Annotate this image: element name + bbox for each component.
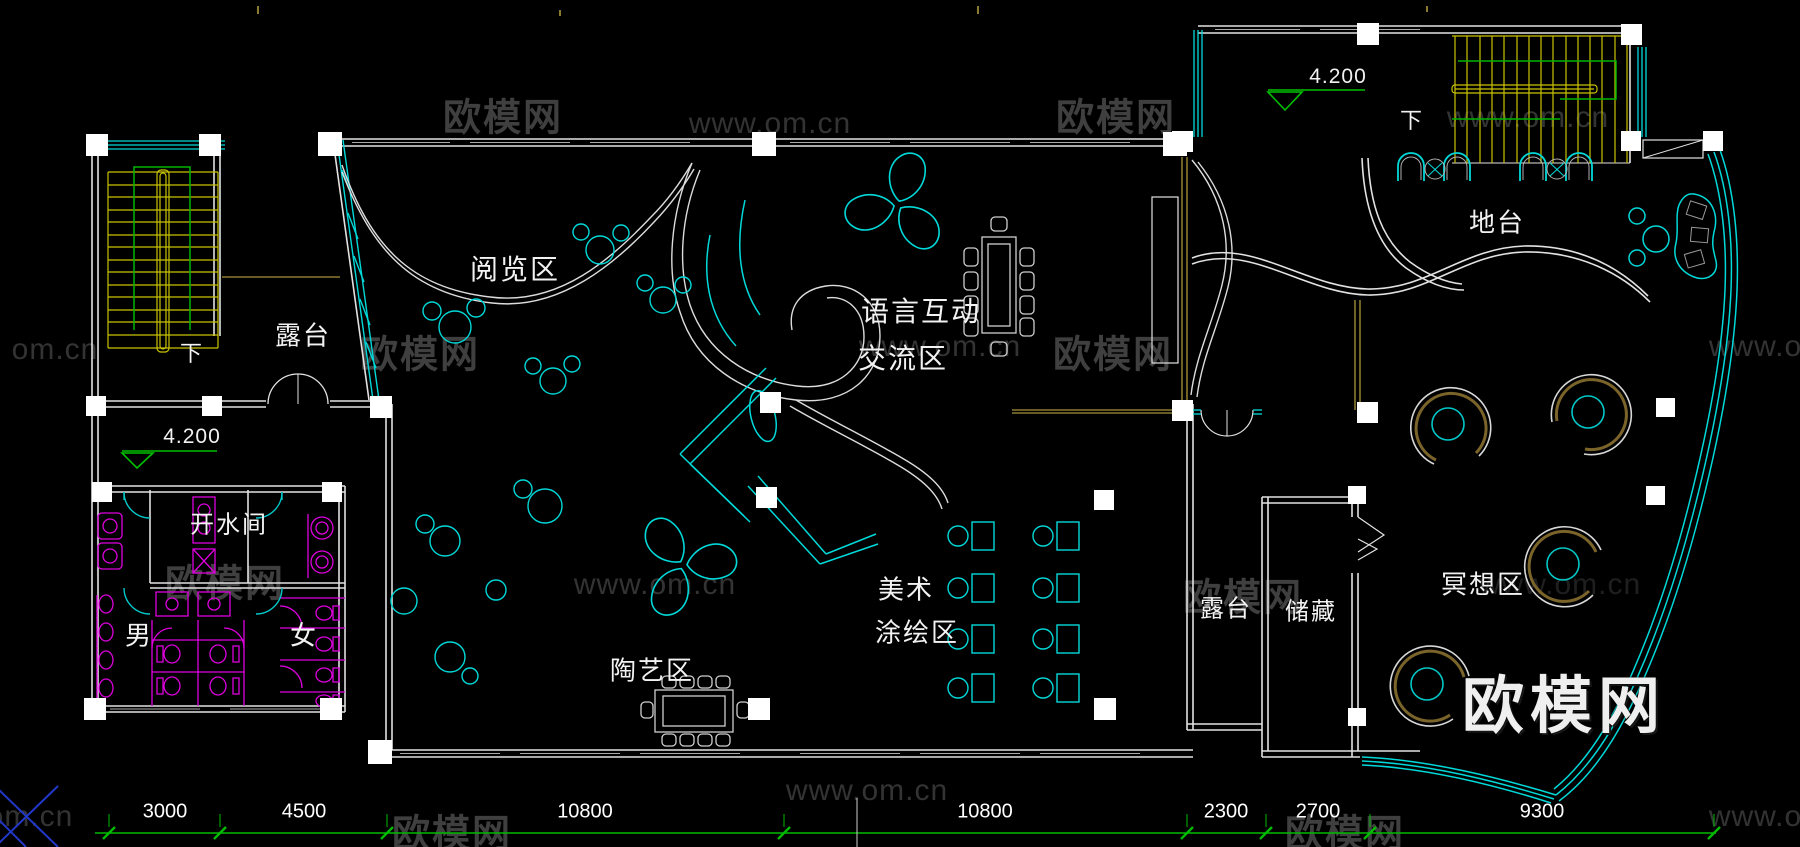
room-label-storage: 储藏 — [1285, 598, 1337, 626]
room-label-art-line2: 涂绘区 — [874, 617, 960, 648]
room-label-meditation: 冥想区 — [1440, 569, 1526, 600]
timber-walls — [1012, 157, 1361, 414]
main-building-walls — [330, 138, 1193, 758]
right-staircase — [1451, 35, 1630, 163]
conference-table — [963, 216, 1035, 357]
watermark-brand-large: 欧模网 — [1461, 672, 1667, 741]
left-staircase — [107, 169, 219, 353]
corner-cross-mark — [0, 785, 59, 847]
watermark-brand: 欧模网 — [1284, 813, 1406, 847]
elevation-value-right: 4.200 — [1309, 65, 1367, 88]
meditation-pods — [1389, 373, 1633, 727]
watermark-brand: 欧模网 — [359, 334, 481, 377]
platform-furniture — [1397, 152, 1718, 280]
watermark-site: www.om.cn — [1708, 800, 1800, 833]
room-label-female: 女 — [289, 620, 319, 651]
room-label-terrace-right: 露台 — [1200, 595, 1252, 623]
elevation-mark-right — [1266, 89, 1365, 112]
grid-markers — [257, 6, 1428, 16]
pottery-table — [640, 675, 750, 747]
stair-down-label-left: 下 — [179, 341, 205, 366]
curtain-wall-curve — [1361, 149, 1739, 804]
watermark-site: www.om.cn — [1478, 568, 1642, 601]
trefoil-table — [644, 152, 940, 616]
watermark-site: www.om.cn — [858, 330, 1022, 363]
organic-partition-walls — [341, 159, 1233, 510]
watermark-site: www.om.cn — [785, 774, 949, 807]
right-building-glass — [1193, 30, 1647, 415]
room-label-reading: 阅览区 — [469, 254, 561, 285]
dimension-10800-a: 10800 — [557, 800, 613, 823]
watermark-brand: 欧模网 — [442, 97, 564, 140]
dimension-2300: 2300 — [1203, 800, 1249, 823]
dimension-3000: 3000 — [142, 800, 188, 823]
dimension-line — [95, 814, 1721, 840]
sanitary-fixtures — [96, 496, 345, 708]
elevation-mark-left — [120, 450, 217, 470]
room-label-terrace-left: 露台 — [274, 320, 332, 351]
right-stair-handrail — [1452, 60, 1617, 120]
main-west-glazing — [336, 139, 380, 401]
elevation-value-left: 4.200 — [163, 425, 221, 448]
watermark-brand: 欧模网 — [1055, 97, 1177, 140]
room-label-boiler: 开水间 — [190, 511, 268, 539]
watermark-brand: 欧模网 — [1182, 577, 1304, 620]
watermark-site: www.om.cn — [573, 568, 737, 601]
room-label-art-line1: 美术 — [877, 574, 935, 605]
watermark-site: www.om.cn — [1708, 330, 1800, 363]
room-label-male: 男 — [124, 620, 154, 651]
room-label-language-line1: 语言互动 — [860, 296, 982, 327]
structural-columns — [84, 23, 1723, 764]
watermark-site-short: om.cn — [0, 800, 74, 833]
room-label-pottery: 陶艺区 — [609, 655, 695, 686]
dimension-2700: 2700 — [1295, 800, 1341, 823]
watermark-brand: 欧模网 — [164, 563, 286, 606]
art-desks — [947, 521, 1080, 703]
dimension-10800-b: 10800 — [957, 800, 1013, 823]
dimension-4500: 4500 — [281, 800, 327, 823]
room-label-language-line2: 交流区 — [857, 343, 949, 374]
watermark-site: www.om.cn — [1446, 101, 1610, 134]
dimension-9300: 9300 — [1519, 800, 1565, 823]
left-stair-handrail — [133, 166, 191, 330]
room-label-platform: 地台 — [1468, 207, 1526, 238]
watermark-brand: 欧模网 — [391, 813, 513, 847]
watermark-brand: 欧模网 — [1052, 334, 1174, 377]
round-table-clusters — [390, 223, 692, 685]
stair-down-label-right: 下 — [1399, 108, 1425, 133]
toilet-doors — [123, 491, 283, 615]
feature-curves-cyan — [679, 199, 879, 565]
watermark-site-short: om.cn — [11, 333, 99, 366]
left-block-walls — [91, 140, 387, 713]
